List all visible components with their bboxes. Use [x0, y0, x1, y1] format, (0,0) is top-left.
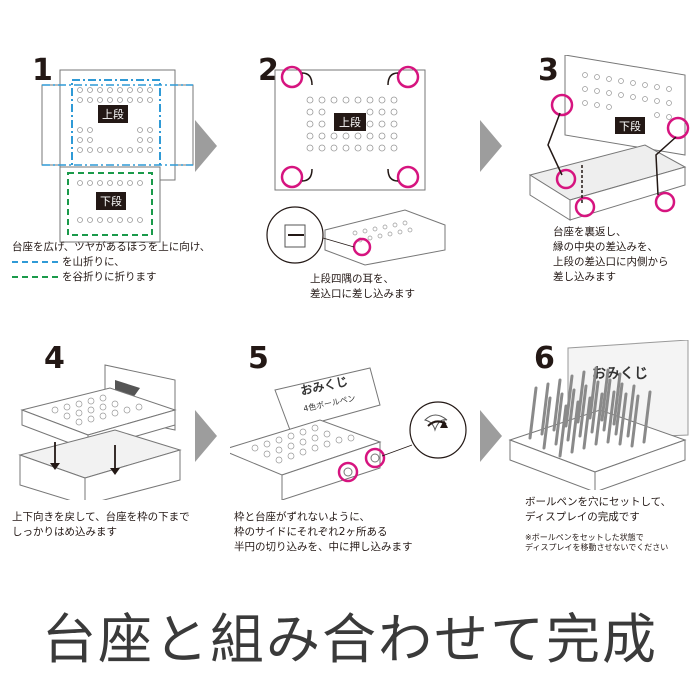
step-number: 2 [258, 53, 279, 88]
caption-line: しっかりはめ込みます [12, 526, 117, 538]
step-5-illustration: おみくじ 4色ボールペン [230, 367, 467, 500]
step-6-note: ※ボールペンをセットした状態で ディスプレイを移動させないでください [525, 533, 668, 553]
step-6-illustration: おみくじ [508, 340, 689, 490]
step-1-illustration: 上段 下段 [41, 69, 194, 243]
step-2-illustration: 上段 [266, 65, 446, 266]
step-2-caption: 上段四隅の耳を、 差込口に差し込みます [310, 272, 415, 302]
step-2: 2 上段 上段四隅の耳を、 差込口に差し込みます [230, 0, 470, 300]
step-4-caption: 上下向きを戻して、台座を枠の下まで しっかりはめ込みます [12, 510, 190, 540]
legend-text: を山折りに、 [62, 256, 125, 268]
step-1-caption: 台座を広げ、ツヤがあるほうを上に向け、 を山折りに、 を谷折りに折ります [12, 240, 210, 285]
caption-line: ボールペンを穴にセットして、 [525, 496, 672, 508]
caption-line: 半円の切り込みを、中に押し込みます [234, 541, 413, 553]
step-4-illustration [18, 364, 182, 500]
note-line: ※ボールペンをセットした状態で [525, 533, 644, 542]
label-lower: 下段 [619, 119, 641, 133]
caption-line: ディスプレイの完成です [525, 511, 640, 523]
label-upper: 上段 [102, 107, 124, 121]
step-3-caption: 台座を裏返し、 縁の中央の差込みを、 上段の差込口に内側から 差し込みます [553, 225, 669, 285]
caption-line: 台座を広げ、ツヤがあるほうを上に向け、 [12, 241, 211, 253]
caption-line: 上下向きを戻して、台座を枠の下まで [12, 511, 190, 523]
step-1: 1 上段 下段 台座を広げ、ツヤがあるほうを上に向け、 を山折りに、 [0, 0, 230, 300]
label-upper: 上段 [339, 115, 361, 129]
step-number: 5 [248, 341, 269, 376]
caption-line: 差込口に差し込みます [310, 288, 415, 300]
caption-line: 枠と台座がずれないように、 [234, 511, 370, 523]
step-3-illustration: 下段 [528, 55, 690, 221]
caption-line: 差し込みます [553, 271, 616, 283]
step-number: 6 [534, 341, 555, 376]
legend-text: を谷折りに折ります [62, 271, 157, 283]
caption-line: 縁の中央の差込みを、 [553, 241, 658, 253]
step-5-caption: 枠と台座がずれないように、 枠のサイドにそれぞれ2ヶ所ある 半円の切り込みを、中… [234, 510, 413, 555]
step-number: 3 [538, 53, 559, 88]
caption-line: 上段の差込口に内側から [553, 256, 669, 268]
note-line: ディスプレイを移動させないでください [525, 543, 669, 552]
caption-line: 上段四隅の耳を、 [310, 273, 394, 285]
caption-line: 台座を裏返し、 [553, 226, 627, 238]
next-step-arrow-icon [480, 120, 502, 172]
caption-line: 枠のサイドにそれぞれ2ヶ所ある [234, 526, 388, 538]
dashed-line-icon [12, 276, 58, 278]
step-5: 5 おみくじ 4色ボールペン 枠と台座がずれないように、 枠のサイドにそれぞれ2… [230, 340, 470, 560]
legend-mountain: を山折りに、 [12, 255, 210, 270]
step-4: 4 上下向きを戻して、台座を枠の下まで しっかりはめ込みます [0, 340, 230, 560]
step-number: 1 [32, 53, 53, 88]
label-lower: 下段 [100, 194, 122, 208]
step-6-caption: ボールペンを穴にセットして、 ディスプレイの完成です [525, 495, 671, 525]
legend-valley: を谷折りに折ります [12, 270, 210, 285]
step-3: 3 下段 台座を裏返し、 縁の中央の差込みを、 上段の差込口に内側から 差し込み… [470, 0, 700, 300]
dash-dot-line-icon [12, 261, 58, 263]
completion-banner: 台座と組み合わせて完成 [42, 608, 658, 671]
step-6: 6 おみくじ ボールペンを穴にセットして、 ディスプレイの完成です ※ボールペン… [470, 340, 700, 580]
step-number: 4 [44, 341, 65, 376]
next-step-arrow-icon [480, 410, 502, 462]
next-step-arrow-icon [195, 410, 217, 462]
next-step-arrow-icon [195, 120, 217, 172]
